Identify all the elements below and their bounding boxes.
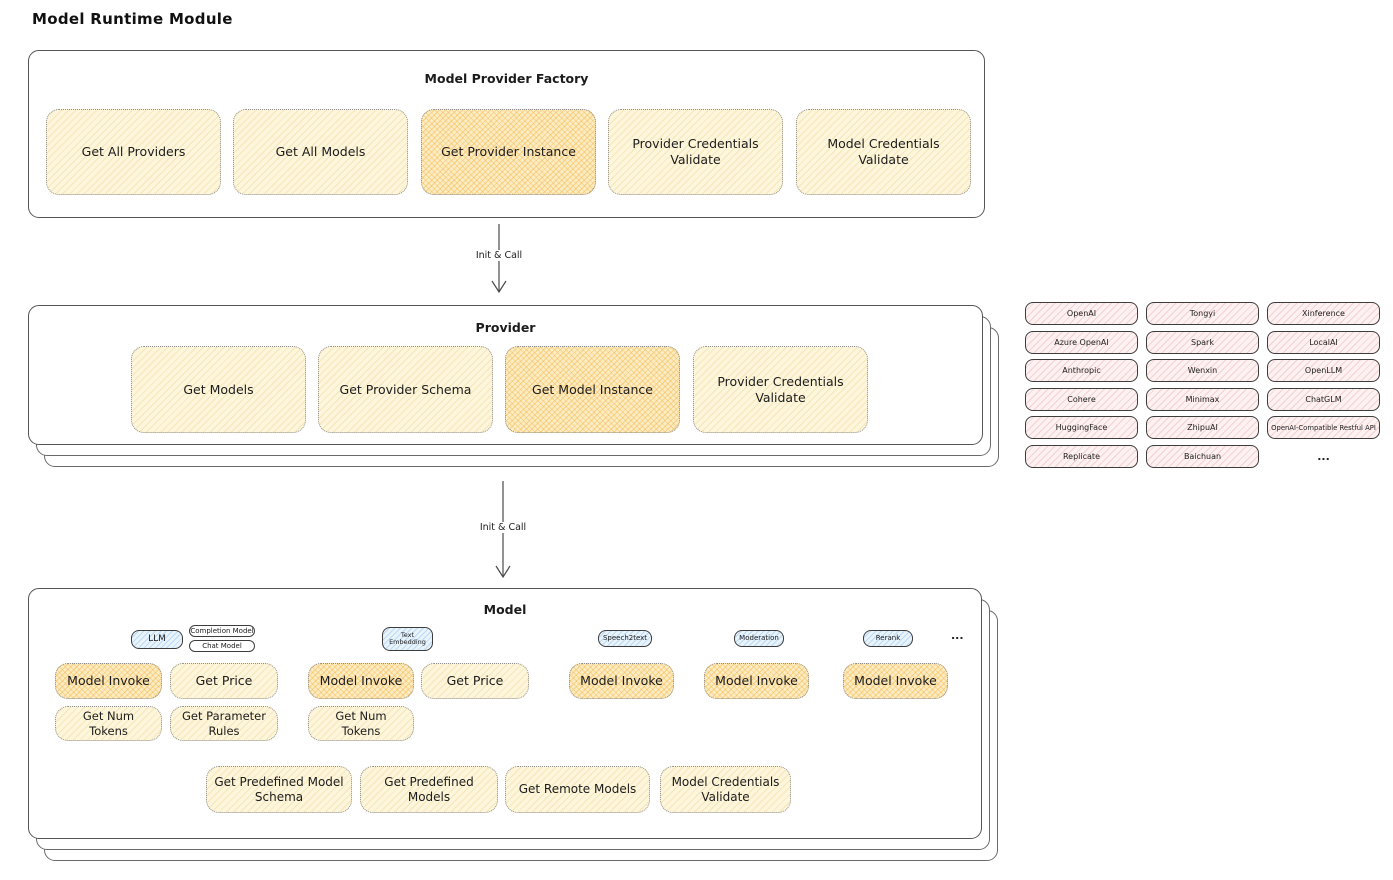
node-llm-get-num-tokens: Get Num Tokens <box>55 706 162 741</box>
tag-completion-model: Completion Model <box>189 625 255 637</box>
brand-cohere: Cohere <box>1025 387 1138 411</box>
node-embedding-get-num-tokens: Get Num Tokens <box>308 706 414 741</box>
provider-brands-grid: OpenAI Tongyi Xinference Azure OpenAI Sp… <box>1025 302 1380 468</box>
node-provider-credentials-validate-2: Provider Credentials Validate <box>693 346 868 433</box>
node-get-models: Get Models <box>131 346 306 433</box>
factory-title: Model Provider Factory <box>424 71 589 86</box>
node-get-all-models: Get All Models <box>233 109 408 195</box>
node-get-predefined-model-schema: Get Predefined Model Schema <box>206 766 352 813</box>
brand-azure-openai: Azure OpenAI <box>1025 330 1138 354</box>
node-get-model-instance: Get Model Instance <box>505 346 680 433</box>
arrow-init-call-bottom: Init & Call <box>472 481 534 581</box>
node-rerank-model-invoke: Model Invoke <box>843 663 948 699</box>
node-embedding-model-invoke: Model Invoke <box>308 663 414 699</box>
node-get-all-providers: Get All Providers <box>46 109 221 195</box>
model-title: Model <box>483 602 527 617</box>
model-tags-ellipsis: ... <box>951 629 964 642</box>
node-model-credentials-validate: Model Credentials Validate <box>796 109 971 195</box>
arrow-label: Init & Call <box>475 522 531 533</box>
brand-spark: Spark <box>1146 330 1259 354</box>
node-model-credentials-validate-2: Model Credentials Validate <box>660 766 791 813</box>
tag-llm: LLM <box>131 630 183 649</box>
node-get-provider-instance: Get Provider Instance <box>421 109 596 195</box>
node-get-provider-schema: Get Provider Schema <box>318 346 493 433</box>
provider-stack: Provider Get Models Get Provider Schema … <box>28 305 999 467</box>
provider-frame: Provider Get Models Get Provider Schema … <box>28 305 983 445</box>
node-provider-credentials-validate: Provider Credentials Validate <box>608 109 783 195</box>
arrow-init-call-top: Init & Call <box>468 224 530 296</box>
model-stack: Model LLM Completion Model Chat Model Te… <box>28 588 998 861</box>
tag-chat-model: Chat Model <box>189 640 255 652</box>
tag-rerank: Rerank <box>863 630 913 647</box>
node-llm-get-parameter-rules: Get Parameter Rules <box>170 706 278 741</box>
brand-openllm: OpenLLM <box>1267 359 1380 382</box>
tag-moderation: Moderation <box>734 630 784 647</box>
brand-zhipuai: ZhipuAI <box>1146 416 1259 439</box>
brands-ellipsis: ... <box>1317 449 1330 463</box>
brand-localai: LocalAI <box>1267 330 1380 354</box>
page-title: Model Runtime Module <box>32 10 233 28</box>
tag-text-embedding: Text Embedding <box>382 627 433 651</box>
arrow-label: Init & Call <box>471 250 527 261</box>
brand-chatglm: ChatGLM <box>1267 387 1380 411</box>
node-moderation-model-invoke: Model Invoke <box>704 663 809 699</box>
node-get-remote-models: Get Remote Models <box>505 766 650 813</box>
model-frame: Model LLM Completion Model Chat Model Te… <box>28 588 982 839</box>
brand-huggingface: HuggingFace <box>1025 416 1138 439</box>
brand-wenxin: Wenxin <box>1146 359 1259 382</box>
brand-baichuan: Baichuan <box>1146 444 1259 468</box>
node-embedding-get-price: Get Price <box>421 663 529 699</box>
node-speech2text-model-invoke: Model Invoke <box>569 663 674 699</box>
tag-speech2text: Speech2text <box>598 630 652 647</box>
brand-replicate: Replicate <box>1025 444 1138 468</box>
brand-xinference: Xinference <box>1267 302 1380 325</box>
node-llm-get-price: Get Price <box>170 663 278 699</box>
factory-frame: Model Provider Factory Get All Providers… <box>28 50 985 218</box>
node-get-predefined-models: Get Predefined Models <box>360 766 498 813</box>
brand-openai-compatible-restful-api: OpenAI-Compatible Restful API <box>1267 416 1380 439</box>
node-llm-model-invoke: Model Invoke <box>55 663 162 699</box>
brand-openai: OpenAI <box>1025 302 1138 325</box>
brand-anthropic: Anthropic <box>1025 359 1138 382</box>
provider-title: Provider <box>475 320 536 335</box>
brand-tongyi: Tongyi <box>1146 302 1259 325</box>
brand-minimax: Minimax <box>1146 387 1259 411</box>
